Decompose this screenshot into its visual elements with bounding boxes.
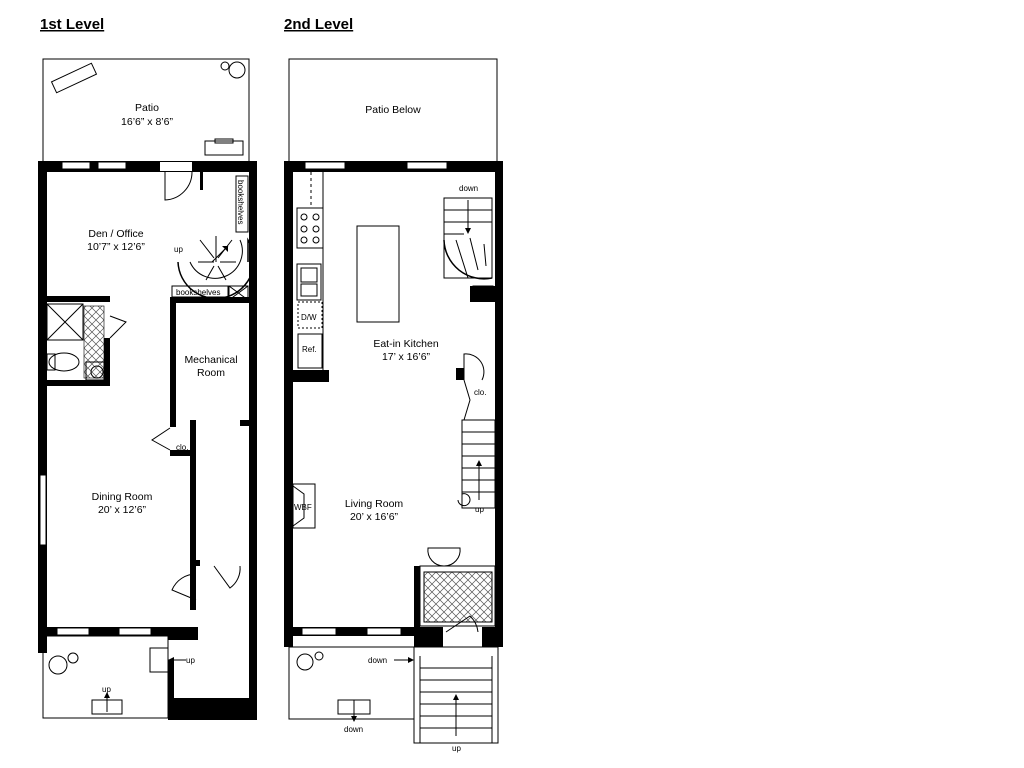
grill-icon — [204, 140, 244, 156]
planter-icon — [67, 652, 79, 664]
l2-down-stoop: down — [368, 656, 387, 665]
l2-vestibule — [419, 547, 496, 633]
l2-living-name: Living Room — [345, 498, 404, 510]
planter-icon — [296, 653, 314, 671]
l1-up-front: up — [186, 656, 195, 665]
l2-up-living: up — [475, 505, 484, 514]
l2-living-dims: 20’ x 16’6” — [350, 511, 399, 523]
l1-dining-dims: 20’ x 12’6” — [98, 504, 147, 516]
lounge-chair-icon — [50, 62, 98, 94]
l1-front-yard: up up — [42, 635, 195, 719]
l2-front: down down up — [288, 646, 499, 753]
l2-closet-stair: clo. up — [457, 353, 496, 514]
l1-walls — [38, 161, 257, 720]
l2-ref: Ref. — [302, 345, 317, 354]
l2-patio-below: Patio Below — [365, 104, 421, 116]
fireplace-icon — [292, 483, 316, 529]
l1-den-name: Den / Office — [88, 228, 143, 240]
l2-living: WBF Living Room 20’ x 16’6” — [292, 483, 404, 529]
toilet-icon — [48, 352, 80, 372]
l2-kitchen: D/W Ref. Eat-in Kitchen 17’ x 16’6” — [296, 172, 494, 370]
l1-mechanical-dining: Mechanical Room clo. Dining Room 20’ x 1… — [92, 354, 241, 601]
l1-closet: clo. — [176, 443, 188, 452]
l1-den-dims: 10’7” x 12’6” — [87, 241, 145, 253]
chase-icon — [228, 285, 249, 301]
kitchen-island — [356, 225, 400, 323]
level2-heading: 2nd Level — [284, 16, 353, 33]
l1-mech-line2: Room — [197, 367, 225, 379]
l1-den: up Den / Office 10’7” x 12’6” bookshelve… — [87, 180, 255, 301]
l2-down-yard: down — [344, 725, 363, 734]
kitchen-sink-icon — [296, 263, 322, 301]
l2-up-stoop: up — [452, 744, 461, 753]
l2-patio-below: Patio Below — [288, 58, 498, 164]
l1-mech-line1: Mechanical — [184, 354, 237, 366]
planter-icon — [48, 655, 68, 675]
l1-patio-name: Patio — [135, 102, 159, 114]
l2-down: down — [459, 184, 478, 193]
l1-bookshelves-vertical: bookshelves — [236, 180, 245, 224]
bookshelf-vertical — [235, 175, 249, 233]
l2-spiral-stair: down — [443, 184, 493, 280]
l2-kitchen-dims: 17’ x 16’6” — [382, 351, 431, 363]
l2-dw: D/W — [301, 313, 317, 322]
planter-icon — [314, 651, 324, 661]
l2-closet: clo. — [474, 388, 486, 397]
spiral-stair-icon — [177, 237, 255, 300]
l1-up-yard: up — [102, 685, 111, 694]
chase-icon — [472, 285, 494, 301]
planter-icon — [228, 61, 246, 79]
sink-icon — [90, 365, 104, 379]
l1-patio: Patio 16’6” x 8’6” — [42, 58, 250, 164]
l2-wbf: WBF — [294, 503, 312, 512]
shower-icon — [46, 303, 84, 341]
l1-patio-dims: 16’6” x 8’6” — [121, 116, 173, 128]
l1-bathroom — [46, 303, 127, 381]
planter-icon — [220, 61, 230, 71]
l1-bookshelves-horizontal: bookshelves — [176, 288, 220, 297]
stoop-stairs — [413, 646, 499, 744]
level1-heading: 1st Level — [40, 16, 104, 33]
l1-den-up: up — [174, 245, 183, 254]
l2-kitchen-name: Eat-in Kitchen — [373, 338, 439, 350]
l1-dining-name: Dining Room — [92, 491, 153, 503]
